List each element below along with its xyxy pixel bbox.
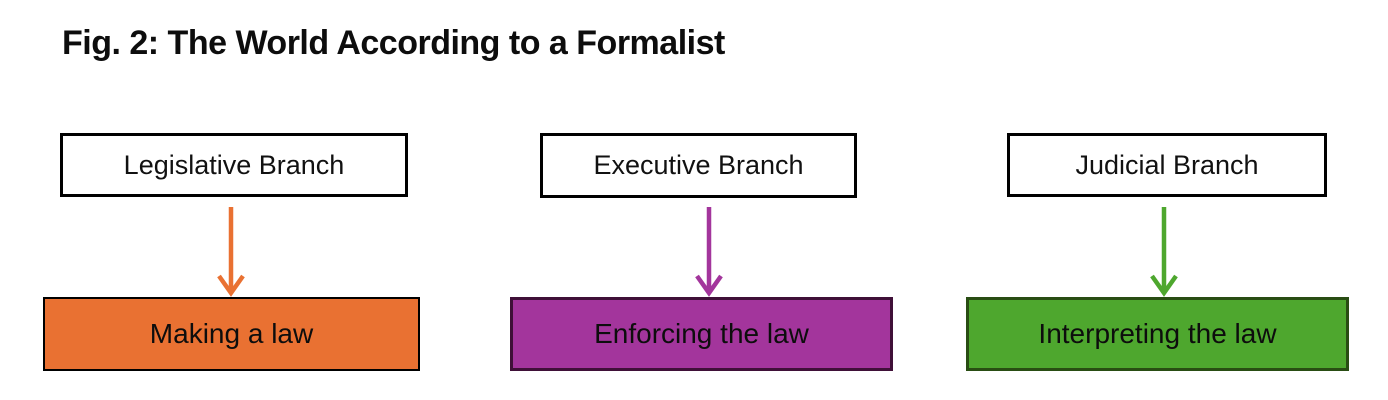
down-arrow-icon-legislative (217, 207, 245, 297)
branch-label-executive: Executive Branch (593, 150, 804, 180)
down-arrow-stroke (1150, 207, 1178, 297)
branch-box-executive: Executive Branch (540, 133, 857, 198)
action-label-making-law: Making a law (149, 318, 314, 349)
branch-label-judicial: Judicial Branch (1075, 149, 1259, 180)
down-arrow-icon-executive (695, 207, 723, 297)
branch-label-legislative: Legislative Branch (123, 149, 345, 180)
action-label-enforcing-law: Enforcing the law (594, 318, 809, 349)
down-arrow-stroke (695, 207, 723, 297)
branch-box-judicial: Judicial Branch (1007, 133, 1327, 197)
action-label-interpreting-law: Interpreting the law (1038, 318, 1277, 349)
action-box-making-law: Making a law (43, 297, 420, 371)
action-box-enforcing-law: Enforcing the law (510, 297, 893, 371)
action-box-interpreting-law: Interpreting the law (966, 297, 1349, 371)
figure-title: Fig. 2: The World According to a Formali… (62, 24, 725, 62)
branch-box-legislative: Legislative Branch (60, 133, 408, 197)
down-arrow-icon-judicial (1150, 207, 1178, 297)
down-arrow-stroke (217, 207, 245, 297)
